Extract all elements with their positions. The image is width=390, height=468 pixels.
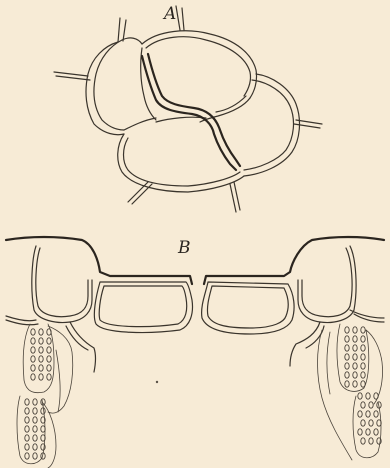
granule [366,393,370,399]
granule [361,402,365,408]
granule [25,399,29,405]
granule [361,372,365,378]
granule [25,417,29,423]
granule [361,336,365,342]
granule [33,435,37,441]
granule [345,327,349,333]
granule [369,420,373,426]
granule [47,356,51,362]
granule [39,356,43,362]
granule [31,347,35,353]
granule [25,426,29,432]
granule [39,347,43,353]
granule [25,435,29,441]
granule [31,374,35,380]
granule [353,363,357,369]
granule [39,338,43,344]
speck-mark [156,381,158,383]
granule [47,365,51,371]
granule [369,438,373,444]
figure-label-b: B [178,238,191,258]
granule [361,438,365,444]
granule [41,426,45,432]
granule [31,365,35,371]
granule [358,411,362,417]
granule [47,347,51,353]
granule [345,336,349,342]
granule [361,381,365,387]
granule [41,408,45,414]
granule [353,381,357,387]
granule [358,393,362,399]
granule [25,453,29,459]
granule [345,363,349,369]
granule [345,372,349,378]
granule [25,408,29,414]
granule [345,345,349,351]
granule [345,354,349,360]
granule [366,411,370,417]
granule [33,453,37,459]
granule [47,338,51,344]
granule [39,329,43,335]
granule [353,336,357,342]
granule [374,429,378,435]
granule [361,363,365,369]
granule [374,411,378,417]
figure-label-a: A [164,4,176,24]
granule [361,345,365,351]
granule [33,417,37,423]
granule [39,374,43,380]
granule [25,444,29,450]
granule [31,329,35,335]
granule [353,372,357,378]
granule [361,327,365,333]
granule [33,444,37,450]
granule [353,327,357,333]
granule [358,429,362,435]
granule [369,402,373,408]
granule [361,354,365,360]
granule [353,354,357,360]
granule [47,374,51,380]
granule [353,345,357,351]
figure-b-cells [6,237,384,468]
granule [31,356,35,362]
granule [39,365,43,371]
figure-a-cells [54,6,322,212]
granule [33,399,37,405]
granule [31,338,35,344]
granule [361,420,365,426]
granule [33,408,37,414]
granule [366,429,370,435]
granule [374,393,378,399]
granule [345,381,349,387]
granule [33,426,37,432]
